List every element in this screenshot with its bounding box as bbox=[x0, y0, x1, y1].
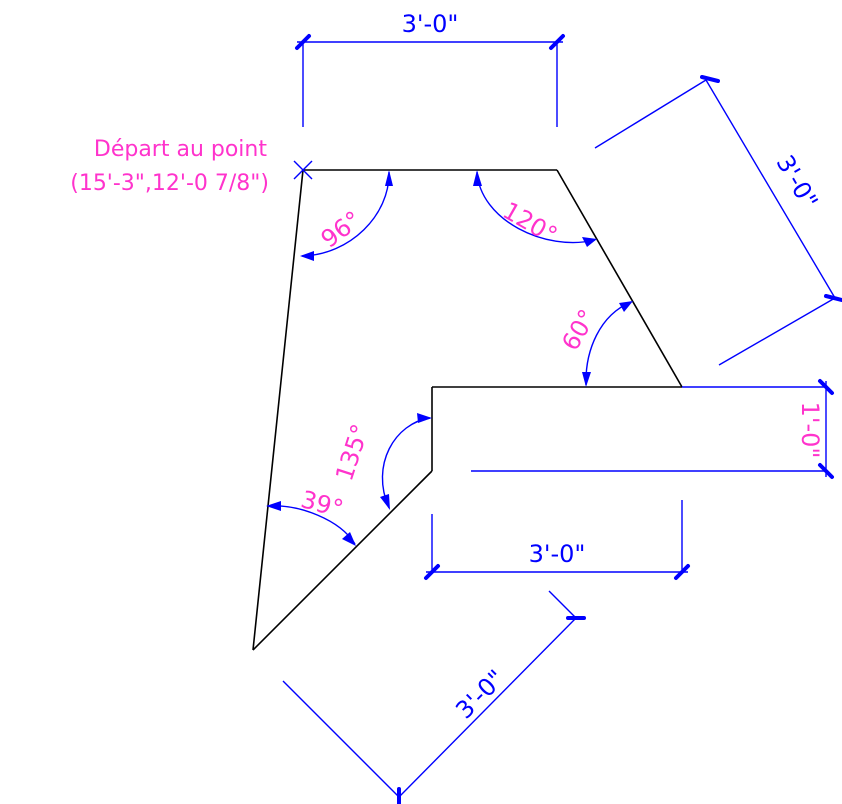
dimension-right-upper bbox=[594, 75, 842, 366]
dimension-bottom-horizontal bbox=[424, 500, 690, 580]
dimension-right-upper-label: 3'-0" bbox=[771, 150, 824, 213]
start-point-coordinates: (15'-3",12'-0 7/8") bbox=[70, 171, 269, 196]
dimension-top bbox=[295, 34, 565, 127]
start-point-marker bbox=[293, 160, 313, 180]
angle-135-label: 135° bbox=[330, 421, 374, 485]
dimension-right-small bbox=[471, 379, 834, 479]
edge-left bbox=[252, 169, 304, 651]
angle-135-arc bbox=[380, 413, 432, 510]
angle-60-arc bbox=[582, 301, 633, 387]
angle-96-arc bbox=[300, 170, 393, 261]
edge-bottom-diagonal bbox=[252, 470, 433, 651]
dimension-top-label: 3'-0" bbox=[402, 10, 459, 38]
dimension-bottom-diagonal bbox=[282, 590, 586, 804]
angle-120-arc bbox=[473, 170, 597, 247]
edge-right-slant bbox=[556, 169, 683, 388]
dimension-right-small-label: 1'-0" bbox=[796, 402, 824, 459]
angle-120-label: 120° bbox=[498, 196, 562, 249]
angle-96-label: 96° bbox=[316, 206, 367, 254]
angle-60-label: 60° bbox=[556, 305, 602, 356]
start-point-label: Départ au point bbox=[94, 137, 267, 162]
shape-outline bbox=[252, 169, 683, 651]
angle-39-label: 39° bbox=[298, 485, 346, 523]
dimension-bottom-horizontal-label: 3'-0" bbox=[529, 540, 586, 568]
angle-39-arc bbox=[266, 501, 356, 546]
